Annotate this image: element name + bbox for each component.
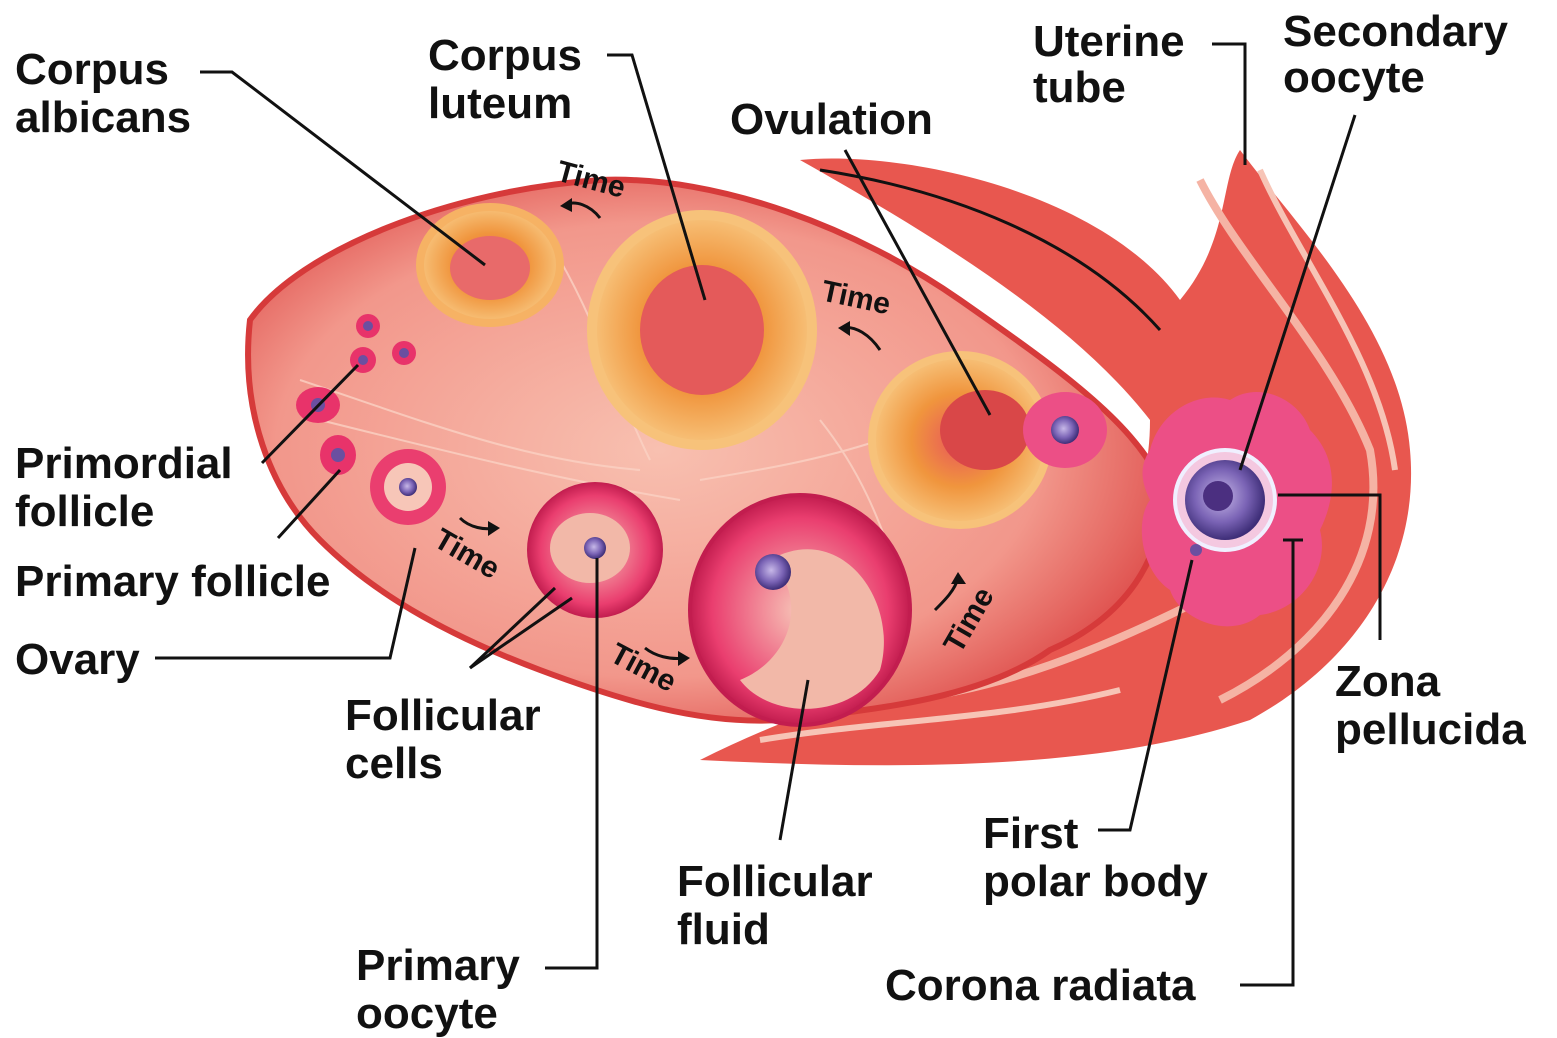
label-primordial-follicle: Primordial follicle — [15, 439, 245, 536]
label-corpus-albicans: Corpus albicans — [15, 45, 191, 142]
label-first-polar-body: First polar body — [983, 809, 1208, 906]
label-corona-radiata: Corona radiata — [885, 961, 1196, 1010]
mature-follicle — [690, 495, 910, 725]
label-primary-follicle: Primary follicle — [15, 557, 330, 606]
label-follicular-fluid: Follicular fluid — [677, 857, 885, 954]
label-corpus-luteum: Corpus luteum — [428, 31, 594, 128]
primary-follicle — [370, 449, 446, 525]
label-uterine-tube: Uterine tube — [1033, 17, 1197, 112]
label-follicular-cells: Follicular cells — [345, 691, 553, 788]
label-ovary: Ovary — [15, 635, 140, 684]
label-primary-oocyte: Primary oocyte — [356, 941, 532, 1038]
label-zona-pellucida: Zona pellucida — [1335, 657, 1526, 754]
label-secondary-oocyte: Secondary oocyte — [1283, 7, 1520, 102]
label-ovulation: Ovulation — [730, 95, 933, 144]
corpus-albicans — [420, 207, 560, 323]
secondary-follicle — [527, 482, 663, 618]
corpus-luteum — [592, 215, 812, 445]
